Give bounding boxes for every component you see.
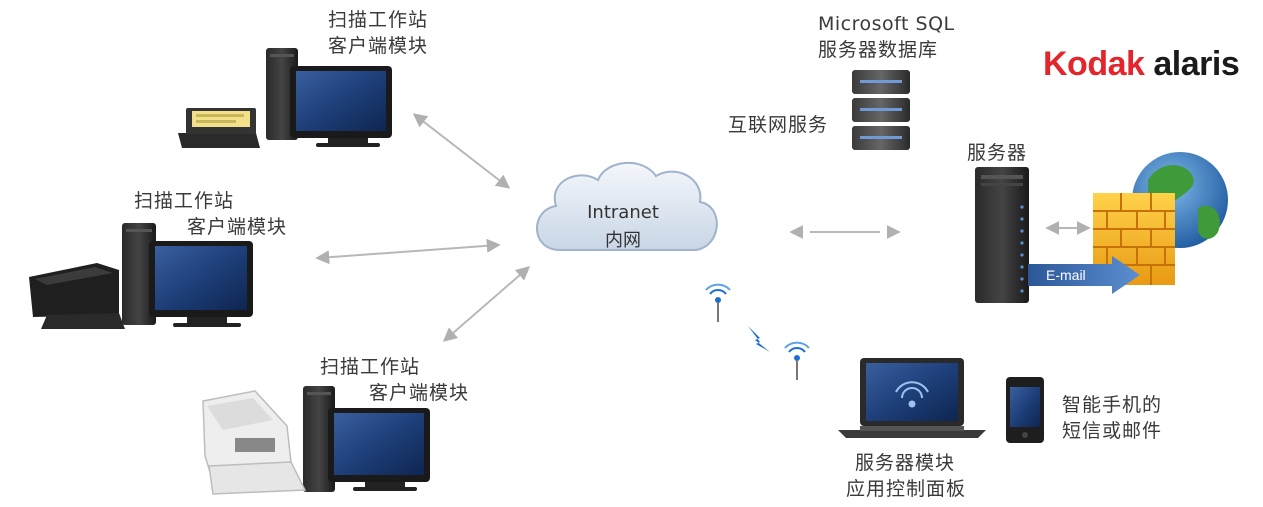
link-ws1-cloud: [412, 113, 511, 189]
workstation-2-label-2: 客户端模块: [187, 216, 288, 238]
scanner-flatbed: [178, 108, 260, 148]
wifi-signal-icon: [705, 283, 731, 322]
laptop: [838, 358, 986, 438]
workstation-3-label-1: 扫描工作站: [320, 356, 421, 378]
workstation-1-label-1: 扫描工作站: [328, 9, 429, 31]
workstation-3-label-2: 客户端模块: [369, 382, 470, 404]
wifi-signal-icon-2: [784, 341, 810, 380]
connection-lines: [315, 113, 1091, 342]
email-arrow: E-mail: [1028, 256, 1140, 294]
intranet-cloud: [536, 162, 718, 251]
web-service-label: 互联网服务: [728, 114, 829, 136]
control-panel-label-2: 应用控制面板: [846, 478, 967, 500]
workstation-1-label-2: 客户端模块: [328, 35, 429, 57]
workstation-1: [178, 48, 392, 148]
email-label: E-mail: [1046, 267, 1086, 283]
scanner-document: [29, 263, 125, 329]
intranet-label-cn: 内网: [605, 230, 641, 251]
tower: [122, 223, 156, 325]
smartphone-label-1: 智能手机的: [1062, 394, 1163, 416]
sql-database: [852, 70, 910, 150]
workstation-2: [29, 223, 253, 329]
smartphone-label-2: 短信或邮件: [1062, 420, 1163, 442]
database-label-2: 服务器数据库: [818, 39, 939, 61]
tower: [303, 386, 335, 492]
link-ws2-cloud: [315, 238, 501, 265]
workstation-2-label-1: 扫描工作站: [134, 190, 235, 212]
intranet-label: Intranet: [587, 202, 659, 223]
lightning-icon: [748, 326, 770, 352]
logo-alaris: alaris: [1153, 45, 1240, 83]
server-label: 服务器: [967, 142, 1028, 164]
smartphone: [1006, 377, 1044, 443]
server-tower: [975, 167, 1029, 303]
link-ws3-cloud: [442, 266, 531, 342]
logo-kodak: Kodak: [1043, 45, 1145, 83]
workstation-3: [202, 386, 430, 495]
kodak-alaris-logo: Kodak alaris: [1043, 44, 1240, 84]
wifi-icon: [895, 381, 929, 408]
database-label-1: Microsoft SQL: [818, 13, 955, 35]
control-panel-label-1: 服务器模块: [855, 452, 956, 474]
scanner-white: [202, 390, 307, 495]
